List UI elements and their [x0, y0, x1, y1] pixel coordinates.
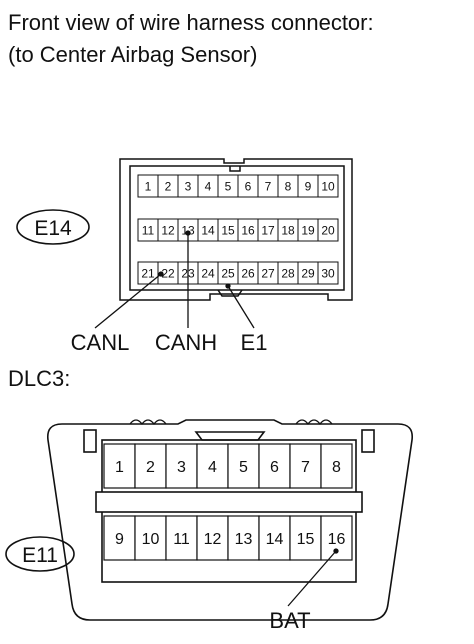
dlc3-leader-lines — [287, 548, 339, 607]
dlc3-pin-cell-9 — [103, 515, 136, 561]
dlc3-pin-label-14: 14 — [266, 531, 284, 548]
connector-e14 — [119, 158, 353, 301]
dlc3-pin-cell-15 — [289, 515, 322, 561]
dlc3-pin-label-12: 12 — [204, 531, 222, 548]
e14-pin-label-26: 26 — [241, 266, 255, 280]
dlc3-pin-cell-7 — [289, 443, 322, 489]
leader-canl — [94, 273, 162, 329]
dlc3-pin-cell-8 — [320, 443, 353, 489]
e14-pin-label-4: 4 — [205, 179, 212, 193]
dlc3-pin-label-2: 2 — [146, 459, 155, 476]
dlc3-pin-label-13: 13 — [235, 531, 253, 548]
dlc3-pin-cell-14 — [258, 515, 291, 561]
e11-badge: E11 — [5, 536, 75, 572]
dlc3-pin-label-16: 16 — [328, 531, 346, 548]
e14-pin-label-21: 21 — [141, 266, 155, 280]
e14-pin-label-12: 12 — [161, 223, 175, 237]
e14-pin-label-19: 19 — [301, 223, 315, 237]
e14-pin-label-18: 18 — [281, 223, 295, 237]
e14-pin-label-1: 1 — [145, 179, 152, 193]
e14-pin-label-24: 24 — [201, 266, 215, 280]
dlc3-key — [194, 431, 266, 441]
dlc3-pin-label-1: 1 — [115, 459, 124, 476]
e14-pin-label-10: 10 — [321, 179, 335, 193]
dlc3-title: DLC3: — [8, 366, 71, 391]
e14-pin-label-14: 14 — [201, 223, 215, 237]
e14-inner-frame — [129, 165, 345, 291]
dlc3-pin-label-5: 5 — [239, 459, 248, 476]
e14-pin-label-7: 7 — [265, 179, 272, 193]
e14-pin-label-9: 9 — [305, 179, 312, 193]
dlc3-pin-label-3: 3 — [177, 459, 186, 476]
dlc3-slot-right — [361, 429, 375, 453]
e14-pin-label-11: 11 — [142, 223, 155, 237]
e14-pin-label-17: 17 — [261, 223, 275, 237]
e14-pin-label-28: 28 — [281, 266, 295, 280]
e14-leader-lines — [94, 230, 255, 329]
e14-pin-cell-20 — [317, 218, 339, 242]
connector-dlc3 — [46, 419, 414, 621]
caption-line-2: (to Center Airbag Sensor) — [8, 42, 258, 67]
dlc3-pin-cell-10 — [134, 515, 167, 561]
dlc3-pin-label-8: 8 — [332, 459, 341, 476]
e14-pin-label-29: 29 — [301, 266, 315, 280]
e14-pin-label-16: 16 — [241, 223, 255, 237]
caption-line-1: Front view of wire harness connector: — [8, 10, 374, 35]
leader-bat — [287, 550, 337, 607]
label-canh: CANH — [155, 330, 217, 355]
dlc3-pin-label-4: 4 — [208, 459, 217, 476]
dlc3-pin-cell-5 — [227, 443, 260, 489]
dlc3-housing — [46, 419, 414, 621]
e14-pin-cell-10 — [317, 174, 339, 198]
e14-pin-label-2: 2 — [165, 179, 172, 193]
dlc3-pin-cell-6 — [258, 443, 291, 489]
dlc3-pin-label-10: 10 — [142, 531, 160, 548]
e14-pin-label-20: 20 — [321, 223, 335, 237]
e14-housing — [119, 158, 353, 301]
dlc3-pin-label-7: 7 — [301, 459, 310, 476]
dlc3-pin-cell-3 — [165, 443, 198, 489]
dlc3-pin-label-6: 6 — [270, 459, 279, 476]
e14-bottom-latch — [217, 289, 243, 297]
e14-id: E14 — [34, 217, 72, 240]
dlc3-pin-label-9: 9 — [115, 531, 124, 548]
dlc3-pin-cell-4 — [196, 443, 229, 489]
e14-pin-label-5: 5 — [225, 179, 232, 193]
e14-pin-label-6: 6 — [245, 179, 252, 193]
e14-pin-label-15: 15 — [221, 223, 235, 237]
dlc3-pin-label-11: 11 — [173, 531, 190, 548]
dlc3-rim — [129, 419, 333, 425]
dlc3-pin-cell-1 — [103, 443, 136, 489]
e14-pin-label-3: 3 — [185, 179, 192, 193]
leader-e1 — [227, 285, 255, 329]
e14-pin-cell-30 — [317, 261, 339, 285]
e14-pin-label-30: 30 — [321, 266, 335, 280]
e14-pin-label-25: 25 — [221, 266, 235, 280]
label-canl: CANL — [71, 330, 130, 355]
dlc3-divider — [95, 491, 363, 513]
e14-pin-label-27: 27 — [261, 266, 275, 280]
e14-pin-label-22: 22 — [161, 266, 175, 280]
label-bat: BAT — [269, 608, 310, 633]
label-e1: E1 — [241, 330, 268, 355]
dlc3-slot-left — [83, 429, 97, 453]
dlc3-pin-cell-13 — [227, 515, 260, 561]
e14-top-notch — [229, 166, 241, 172]
e11-id: E11 — [22, 544, 58, 567]
e14-badge: E14 — [16, 209, 90, 245]
e14-pin-label-8: 8 — [285, 179, 292, 193]
dlc3-pin-label-15: 15 — [297, 531, 315, 548]
e14-pin-label-13: 13 — [181, 223, 195, 237]
